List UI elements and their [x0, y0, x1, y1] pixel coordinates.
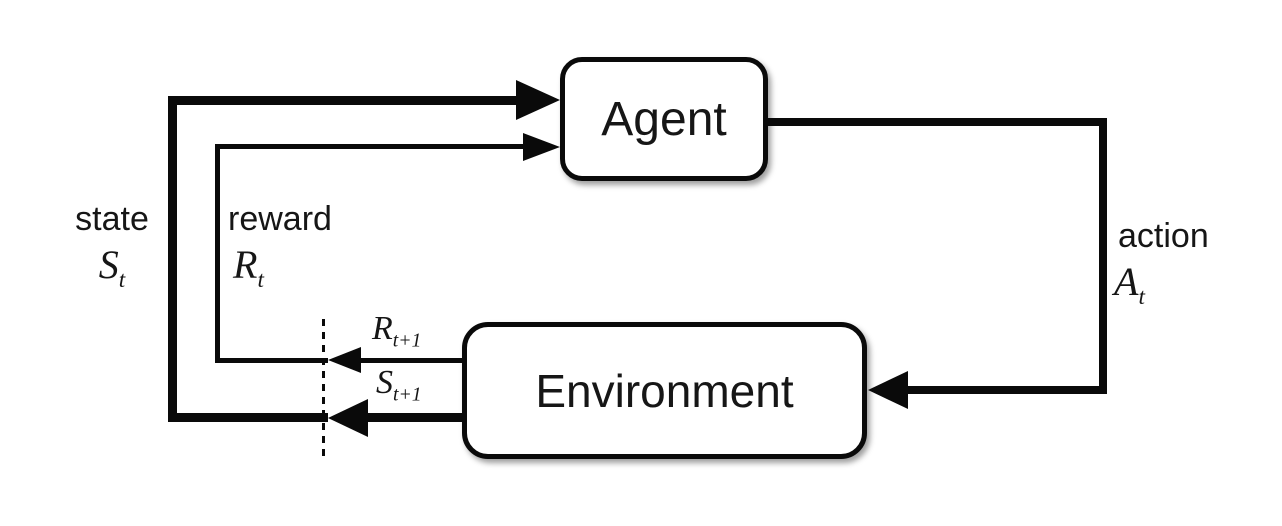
arrowhead-state-to-agent-icon [516, 80, 560, 120]
arrowhead-action-to-environment-icon [868, 371, 908, 409]
agent-node: Agent [560, 57, 768, 181]
agent-node-label: Agent [601, 92, 727, 146]
action-symbol: At [1114, 258, 1145, 308]
next-state-symbol-subscript: t+1 [393, 383, 422, 406]
next-reward-symbol-base: R [372, 310, 393, 347]
arrowhead-reward-to-agent-icon [523, 133, 560, 161]
action-label: action [1118, 217, 1209, 255]
reward-line-vertical [215, 144, 220, 363]
reward-symbol: Rt [233, 241, 264, 291]
state-label: state [75, 200, 149, 238]
environment-node: Environment [462, 322, 867, 459]
state-line-top-horizontal [168, 96, 520, 105]
action-symbol-subscript: t [1138, 283, 1145, 310]
arrowhead-next-state-icon [328, 399, 368, 437]
action-symbol-base: A [1114, 259, 1139, 304]
action-line-top-horizontal [764, 118, 1107, 126]
state-symbol-base: S [98, 242, 119, 287]
time-step-boundary-dashed-line [322, 319, 325, 459]
state-line-bottom-horizontal [168, 413, 328, 422]
reward-symbol-subscript: t [257, 266, 264, 293]
reward-line-top-horizontal [215, 144, 527, 149]
state-line-vertical [168, 96, 177, 422]
next-state-symbol: St+1 [376, 364, 422, 406]
state-symbol-subscript: t [118, 266, 126, 293]
next-reward-line [359, 358, 466, 363]
action-line-vertical [1099, 118, 1107, 394]
reward-label: reward [228, 200, 332, 238]
arrowhead-next-reward-icon [328, 347, 361, 373]
next-reward-symbol: Rt+1 [372, 310, 422, 352]
next-state-symbol-base: S [376, 364, 393, 401]
action-line-bottom-horizontal [906, 386, 1107, 394]
reward-symbol-base: R [233, 242, 258, 287]
environment-node-label: Environment [535, 364, 794, 417]
state-symbol: St [80, 241, 144, 291]
next-state-line [366, 413, 466, 422]
reward-line-bottom-horizontal [215, 358, 328, 363]
next-reward-symbol-subscript: t+1 [392, 329, 422, 352]
